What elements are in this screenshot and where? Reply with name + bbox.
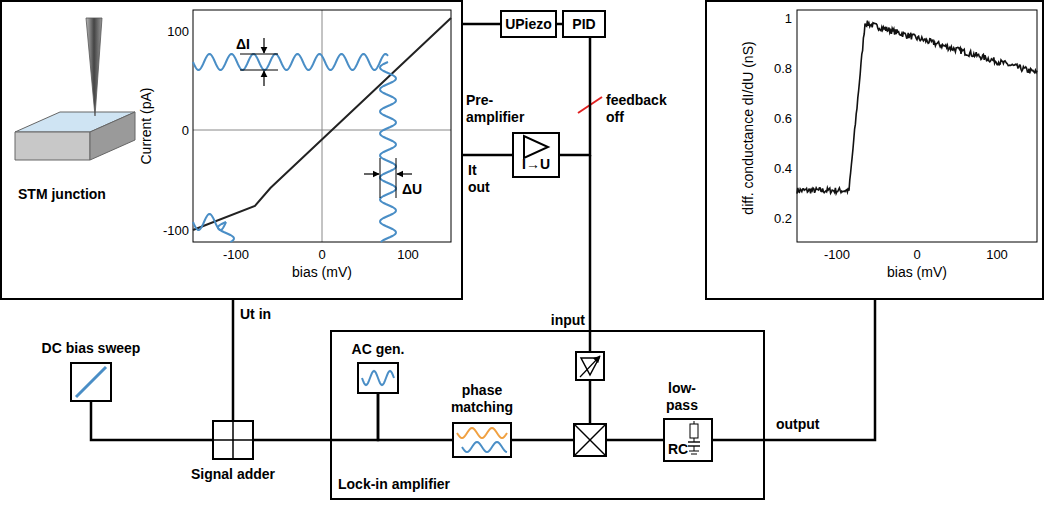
- port-label: output: [776, 416, 820, 433]
- amplitude-label: ΔI: [236, 36, 250, 53]
- dc-sweep-box: DC bias sweep: [70, 362, 112, 402]
- amplitude-guide: [240, 54, 278, 55]
- port-label: input: [551, 312, 585, 329]
- signal-wire: [232, 300, 235, 420]
- adder-box: Signal adder: [212, 420, 254, 460]
- plot-frame: [193, 10, 451, 242]
- tick-label: 0: [182, 122, 189, 139]
- panel-title: STM junction: [18, 186, 148, 203]
- ground-symbol: [691, 454, 697, 455]
- box-heading: Signal adder: [173, 466, 293, 483]
- signal-wire: [91, 402, 212, 440]
- amplitude-guide: [396, 158, 397, 198]
- signal-wire: [589, 155, 592, 352]
- preamp-box: Pre-amplifierI→U: [512, 132, 560, 178]
- tick-label: 0.2: [774, 210, 792, 227]
- signal-wire: [713, 300, 875, 440]
- lockin-box: AC gen.phase matchinglow-passRCLock-in a…: [330, 330, 765, 500]
- amplitude-arrow: [263, 71, 264, 86]
- mixer-symbol: [574, 424, 606, 456]
- modulation-wave: [380, 62, 396, 242]
- signal-name: Ut in: [240, 306, 286, 323]
- tick-label: 0.4: [774, 160, 792, 177]
- box-heading: low-pass: [660, 380, 704, 414]
- tick-label: 0: [913, 246, 920, 263]
- amplitude-label: ΔU: [402, 181, 422, 198]
- grid-line: [322, 10, 323, 242]
- box-label: PID: [572, 16, 595, 33]
- sample-front: [15, 132, 90, 160]
- piezo-box: UPiezo: [500, 10, 557, 38]
- signal-name: It out: [468, 162, 502, 196]
- iv-curve: [193, 18, 451, 230]
- switch-label: feedback off: [606, 92, 686, 126]
- signal-wire: [606, 439, 663, 442]
- modulation-wave: [193, 54, 388, 70]
- grid-line: [193, 130, 451, 131]
- signal-wire: [512, 439, 574, 442]
- tick-label: 100: [397, 246, 419, 263]
- amplitude-arrow: [263, 38, 264, 53]
- adder-symbol: [232, 420, 234, 460]
- signal-wire: [589, 380, 592, 424]
- gain-amplifier-symbol: [576, 352, 604, 380]
- tick-label: 1: [785, 10, 792, 27]
- amplitude-arrow: [397, 173, 412, 174]
- tick-label: -100: [824, 246, 850, 263]
- rc-wire: [694, 446, 695, 451]
- box-heading: DC bias sweep: [28, 340, 154, 357]
- mixer-symbol: [574, 424, 606, 456]
- tick-label: 0.8: [774, 60, 792, 77]
- amplitude-guide: [240, 70, 278, 71]
- axis-title: diff. conductance dI/dU (nS): [740, 41, 757, 214]
- amplifier-symbol: [524, 136, 548, 158]
- ground-symbol: [689, 451, 699, 452]
- tick-label: 0.6: [774, 110, 792, 127]
- amplitude-guide: [380, 158, 381, 198]
- rc-wire: [694, 421, 695, 424]
- signal-wire: [378, 394, 452, 440]
- tick-label: 100: [986, 246, 1008, 263]
- axis-title: Current (pA): [138, 87, 155, 164]
- box-heading: Pre-amplifier: [466, 92, 538, 126]
- box-heading: phase matching: [444, 382, 520, 416]
- signal-wave: [462, 442, 507, 452]
- modulation-wave: [218, 222, 234, 242]
- lowpass-box: low-passRC: [663, 418, 713, 462]
- pid-box: PID: [562, 10, 606, 38]
- tick-label: 100: [167, 23, 189, 40]
- conductance-curve: [797, 21, 1037, 194]
- signal-wire: [463, 23, 500, 26]
- capacitor-symbol: [688, 441, 700, 442]
- reference-wave: [457, 428, 507, 438]
- signal-wire: [254, 394, 378, 440]
- ac-generator-box: AC gen.: [357, 362, 399, 394]
- plot-frame: [797, 10, 1037, 242]
- box-heading: AC gen.: [340, 341, 416, 358]
- tick-label: -100: [223, 246, 249, 263]
- tick-label: 0: [318, 246, 325, 263]
- signal-wire: [560, 38, 590, 155]
- mixer-symbol: [574, 424, 606, 456]
- box-label: RC: [668, 441, 688, 458]
- resistor-symbol: [690, 424, 698, 438]
- sample-side: [90, 112, 135, 160]
- modulation-wave: [193, 214, 226, 230]
- box-label: I→U: [522, 156, 550, 173]
- signal-wire: [463, 154, 512, 157]
- ramp-symbol: [76, 367, 106, 397]
- variable-gain-arrow: [580, 356, 600, 377]
- sine-symbol: [362, 371, 394, 385]
- axis-title: bias (mV): [292, 264, 352, 281]
- box-label: UPiezo: [505, 16, 552, 33]
- stm-tip: [86, 18, 102, 116]
- box-heading: Lock-in amplifier: [338, 476, 508, 493]
- amplitude-arrow: [364, 173, 379, 174]
- tick-label: -100: [163, 222, 189, 239]
- axis-title: bias (mV): [867, 264, 967, 281]
- phase-box: phase matching: [452, 422, 512, 458]
